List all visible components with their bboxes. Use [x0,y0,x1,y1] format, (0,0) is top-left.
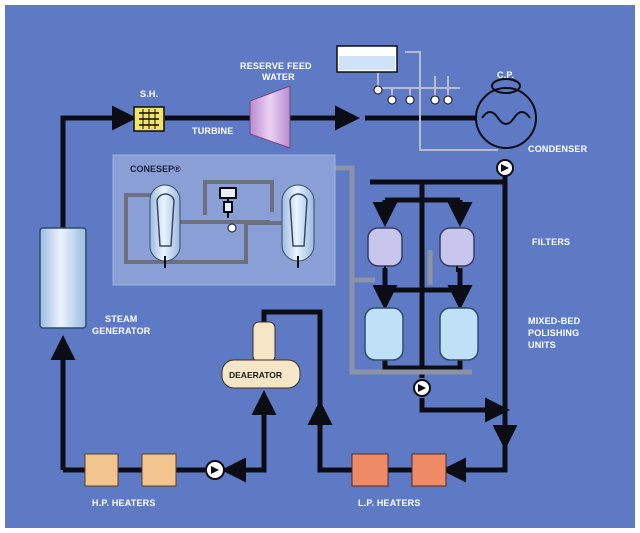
conesep-piping [124,180,283,264]
cone-separator-right [281,184,315,268]
steam-generator-label-1: STEAM [105,314,138,324]
mixed-bed-label-3: UNITS [528,340,556,350]
reserve-feed-label-1: RESERVE FEED [240,61,312,71]
steam-generator-label-2: GENERATOR [92,326,151,336]
cone-separator-left [149,184,181,268]
superheater-icon [133,106,165,132]
condenser-icon [475,78,537,149]
reserve-tank-icon [336,45,398,73]
hp-heaters-label: H.P. HEATERS [92,498,156,508]
turbine-label: TURBINE [192,126,233,136]
filter-vessel-right [439,227,475,272]
polisher-vessel-left [364,307,404,361]
steam-generator-icon [39,227,87,329]
condensate-pump-icon [496,159,514,177]
filters-label: FILTERS [532,237,570,247]
deaerator-label: DEAERATOR [229,370,282,380]
sh-label: S.H. [140,89,158,99]
feed-pump-icon [205,460,225,480]
main-pipes [50,105,518,483]
mixed-bed-label-2: POLISHING [528,328,579,338]
conesep-valve-icon [227,223,237,233]
reserve-valves [373,85,453,105]
reserve-feed-label-2: WATER [262,72,295,82]
lp-heater-2-icon [411,453,447,487]
hp-heater-2-icon [141,453,177,487]
cp-label: C.P. [497,70,514,80]
filter-vessel-left [367,227,403,272]
deaerator-icon [221,321,301,389]
conesep-label: CONESEP® [130,164,181,174]
lp-heater-1-icon [351,453,389,487]
polisher-pump-icon [413,379,431,397]
lp-heaters-label: L.P. HEATERS [358,498,421,508]
conesep-valves [219,187,237,218]
condenser-label: CONDENSER [528,144,588,154]
recycle-pipes [330,165,472,375]
polisher-vessel-right [439,307,479,361]
hp-heater-1-icon [84,453,119,487]
mixed-bed-label-1: MIXED-BED [528,316,581,326]
turbine-icon [249,85,291,149]
